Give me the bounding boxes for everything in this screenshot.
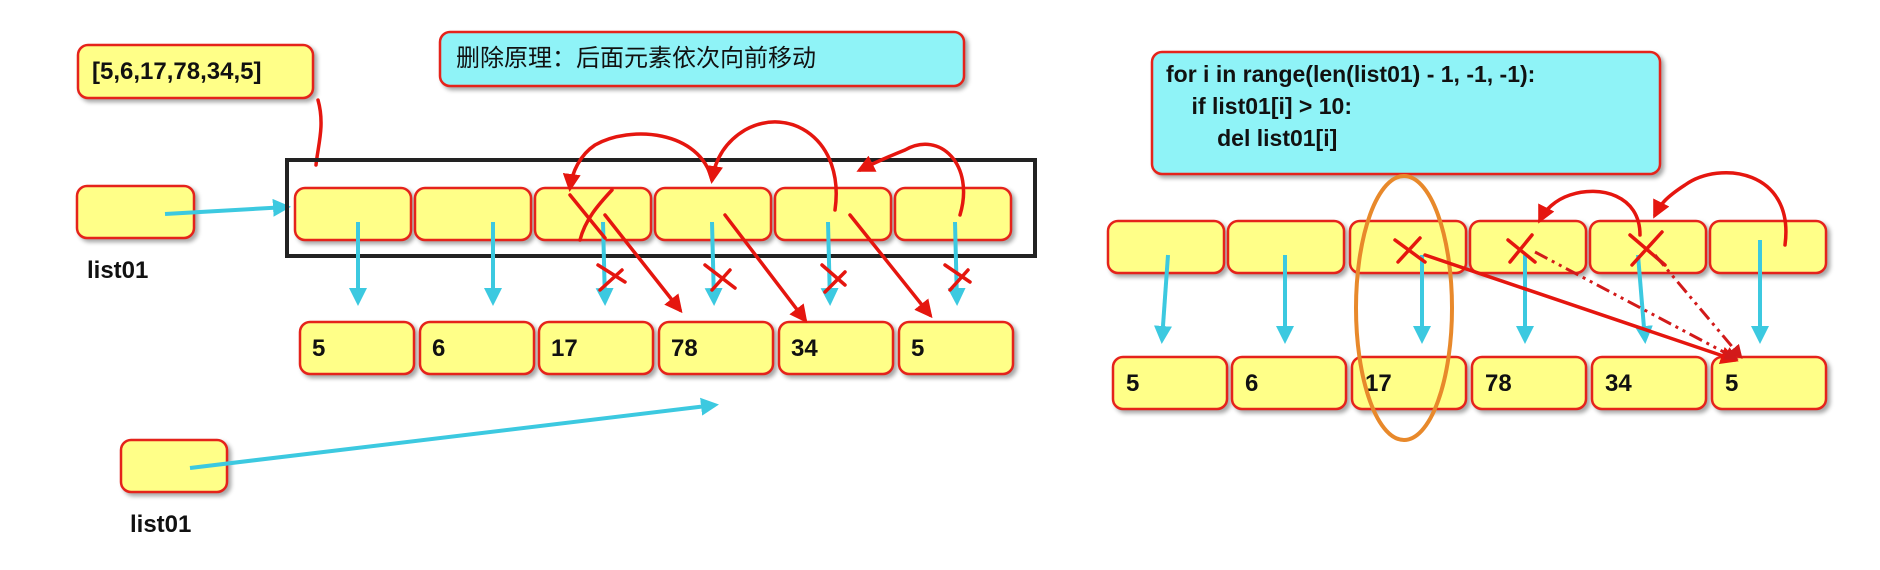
value-label: 17 [1365, 370, 1392, 397]
value-cell [1350, 355, 1468, 411]
value-cell [657, 320, 775, 376]
value-cell [418, 320, 536, 376]
list-slot [773, 186, 893, 242]
value-cells-left [298, 320, 1015, 376]
right-diagram: for i in range(len(list01) - 1, -1, -1):… [1106, 50, 1828, 442]
list-slot [293, 186, 413, 242]
value-label: 5 [911, 335, 924, 362]
value-cell [1590, 355, 1708, 411]
value-label: 5 [1725, 370, 1738, 397]
value-label: 78 [671, 335, 698, 362]
reference-arrows-right [1154, 240, 1769, 344]
value-cell [537, 320, 655, 376]
value-cells-right [1111, 355, 1828, 411]
callout-leader-line [314, 98, 323, 167]
code-line: for i in range(len(list01) - 1, -1, -1): [1166, 61, 1535, 87]
var-to-values-arrow [189, 397, 719, 470]
literal-callout: [5,6,17,78,34,5] [76, 43, 315, 100]
var-to-list-arrow [164, 198, 291, 217]
highlight-ellipse [1354, 174, 1454, 442]
value-cell [1111, 355, 1229, 411]
value-label: 5 [312, 335, 325, 362]
list-slot [893, 186, 1013, 242]
list-slot [1708, 219, 1828, 275]
list01-label-bottom: list01 [130, 511, 191, 538]
list-cells-right [1106, 219, 1828, 275]
value-label: 34 [791, 335, 818, 362]
value-label: 17 [551, 335, 578, 362]
list01-var-box-bottom [119, 438, 229, 494]
list-slot [1468, 219, 1588, 275]
value-label: 34 [1605, 370, 1632, 397]
value-cell [1470, 355, 1588, 411]
code-box [1150, 50, 1662, 176]
value-label: 6 [1245, 370, 1258, 397]
red-annotations-right [1393, 171, 1788, 365]
list01-label-top: list01 [87, 257, 148, 284]
list-frame [285, 158, 1037, 258]
note-box: 删除原理：后面元素依次向前移动 [438, 30, 966, 88]
value-cell [777, 320, 895, 376]
code-line: del list01[i] [1166, 125, 1337, 151]
value-cell [298, 320, 416, 376]
value-cell [1230, 355, 1348, 411]
value-label: 78 [1485, 370, 1512, 397]
list-slot [413, 186, 533, 242]
code-line: if list01[i] > 10: [1166, 93, 1352, 119]
red-annotations-left [562, 120, 972, 324]
list-cells [293, 186, 1013, 242]
value-label: 5 [1126, 370, 1139, 397]
value-cell [897, 320, 1015, 376]
literal-text: [5,6,17,78,34,5] [92, 58, 261, 85]
left-diagram: [5,6,17,78,34,5] 删除原理：后面元素依次向前移动 list01 [75, 30, 1037, 538]
value-cell [1710, 355, 1828, 411]
value-label: 6 [432, 335, 445, 362]
note-text: 删除原理：后面元素依次向前移动 [456, 44, 816, 72]
